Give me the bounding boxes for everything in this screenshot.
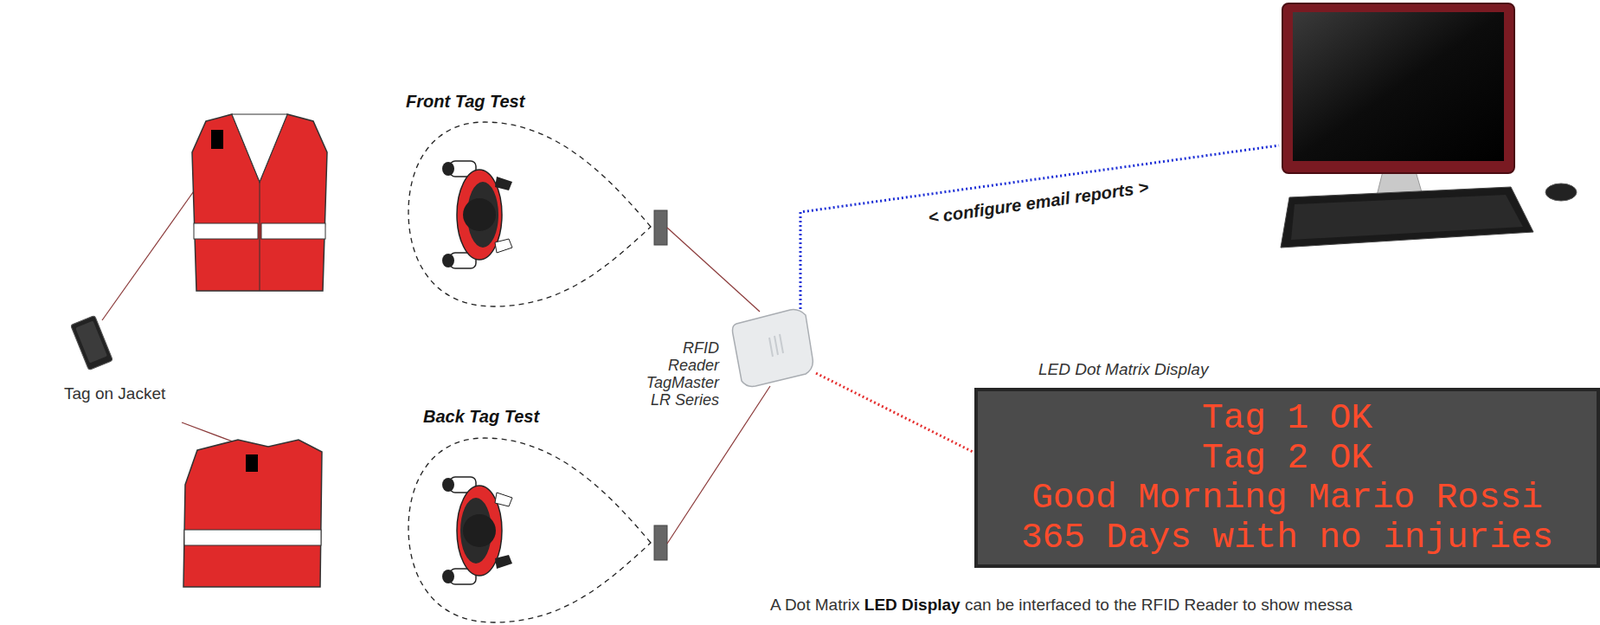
front-vest bbox=[192, 114, 328, 291]
back-vest-part bbox=[183, 439, 322, 587]
footnote-text: can be interfaced to the RFID Reader to … bbox=[964, 595, 1353, 614]
person-top-view-part bbox=[442, 569, 455, 584]
leader-line-part bbox=[181, 422, 238, 444]
display-message: Tag 2 OK bbox=[1201, 437, 1373, 478]
antenna-part bbox=[654, 525, 668, 560]
network-link bbox=[800, 145, 1279, 314]
person-top-view-part bbox=[494, 554, 513, 569]
footnote-text: A Dot Matrix bbox=[770, 595, 860, 614]
back-vest-part bbox=[245, 454, 258, 472]
front-vest-part bbox=[211, 129, 224, 149]
led-display: LED Dot Matrix DisplayTag 1 OKTag 2 OKGo… bbox=[974, 387, 1600, 568]
tag-device-part bbox=[75, 321, 108, 364]
person-top-view bbox=[442, 160, 513, 269]
person-top-view-part bbox=[456, 169, 502, 260]
computer-part bbox=[1291, 194, 1523, 240]
front-vest-part bbox=[231, 114, 288, 182]
front-vest-part bbox=[192, 114, 328, 291]
device-heading: LED Dot Matrix Display bbox=[1038, 359, 1209, 380]
antenna-part bbox=[654, 210, 668, 245]
front-vest-part bbox=[261, 223, 326, 239]
read-zone-part bbox=[408, 437, 651, 623]
person-top-view-part bbox=[442, 161, 455, 176]
serial-link bbox=[816, 372, 975, 453]
person-top-view-part bbox=[442, 253, 455, 268]
reader-housing bbox=[732, 309, 814, 387]
computer-part bbox=[1282, 3, 1515, 174]
person-top-view-part bbox=[462, 198, 496, 232]
part-label: Tag on Jacket bbox=[64, 384, 166, 404]
person-top-view-part bbox=[462, 514, 496, 547]
person-top-view bbox=[442, 476, 513, 585]
computer-part bbox=[1545, 183, 1577, 201]
zone-title: Back Tag Test bbox=[423, 406, 540, 427]
computer-part bbox=[1280, 186, 1534, 248]
reader-housing bbox=[729, 306, 817, 388]
person-top-view-part bbox=[442, 477, 455, 492]
link-label: < configure email reports > bbox=[926, 177, 1150, 229]
zone-title: Front Tag Test bbox=[405, 91, 525, 112]
read-zone-part bbox=[408, 122, 651, 307]
person-top-view-part bbox=[494, 238, 513, 253]
footnote: A Dot MatrixLED Displaycan be interfaced… bbox=[770, 595, 1357, 615]
computer-part bbox=[1292, 12, 1504, 161]
person-top-view-part bbox=[456, 485, 502, 576]
read-zone bbox=[408, 122, 651, 623]
back-vest-part bbox=[184, 529, 322, 546]
reader-logo bbox=[769, 334, 784, 357]
person-top-view-part bbox=[494, 176, 513, 191]
antenna-cable-part bbox=[667, 227, 760, 312]
display-message: Good Morning Mario Rossi bbox=[1031, 477, 1543, 518]
back-vest bbox=[183, 439, 322, 587]
device-label: RFID Reader TagMaster LR Series bbox=[639, 339, 720, 409]
tag-device bbox=[70, 314, 114, 370]
computer bbox=[1280, 3, 1577, 248]
tag-device-part bbox=[70, 314, 114, 370]
leader-line-part bbox=[102, 188, 196, 321]
display-message: 365 Days with no injuries bbox=[1021, 517, 1554, 558]
front-vest-part bbox=[259, 181, 261, 291]
rfid-reader: RFID Reader TagMaster LR Series bbox=[729, 306, 817, 388]
antenna-cable-part bbox=[667, 385, 771, 544]
front-vest-part bbox=[193, 223, 258, 239]
display-message: Tag 1 OK bbox=[1201, 398, 1373, 438]
person-top-view-part bbox=[494, 492, 513, 507]
footnote-text: LED Display bbox=[864, 595, 961, 614]
